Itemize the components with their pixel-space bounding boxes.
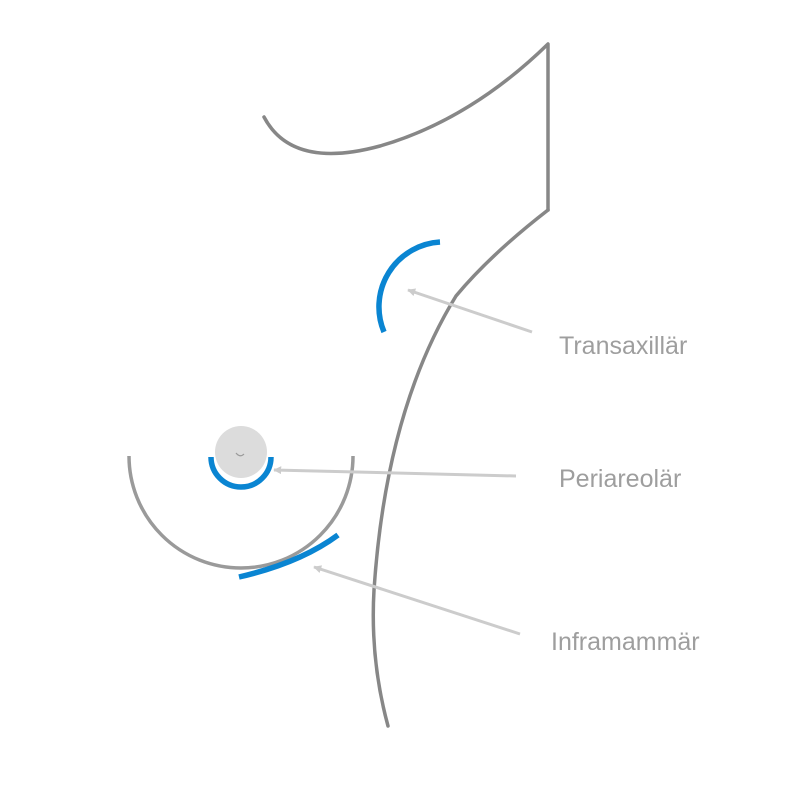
transaxillar-label: Transaxillär <box>559 332 687 360</box>
nipple-mark <box>235 452 245 457</box>
periareolar-label: Periareolär <box>559 465 681 493</box>
transaxillar-incision <box>376 239 441 334</box>
areola-icon <box>215 426 267 478</box>
transaxillar-pointer <box>407 288 533 334</box>
shoulder-outline <box>262 42 550 212</box>
breast-outline <box>127 455 355 570</box>
inframammar-incision <box>238 532 340 580</box>
inframammar-label: Inframammär <box>551 628 700 656</box>
periareolar-incision <box>208 456 274 490</box>
periareolar-pointer <box>273 466 517 478</box>
torso-outline <box>371 208 550 728</box>
inframammar-pointer <box>313 565 521 636</box>
